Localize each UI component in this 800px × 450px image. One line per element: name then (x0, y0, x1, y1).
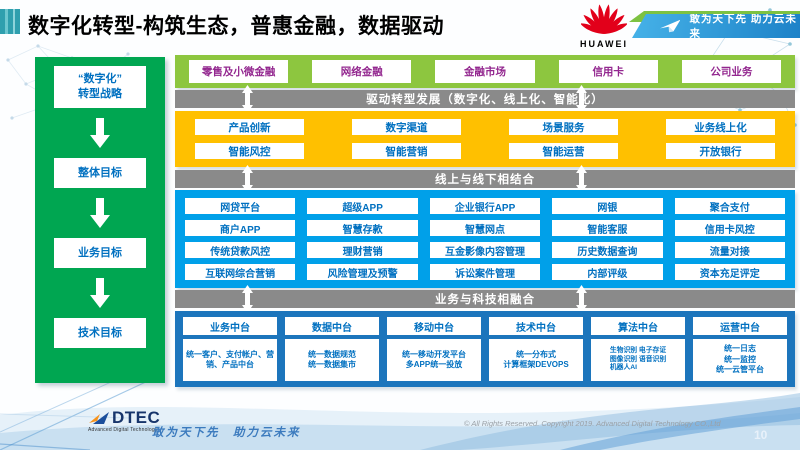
dtec-wordmark: DTEC (112, 408, 161, 427)
double-arrow-icon (576, 85, 587, 113)
system-box: 流量对接 (674, 242, 785, 258)
platform-detail: 统一客户、支付帐户、营销、产品中台 (183, 339, 277, 381)
huawei-flower-icon (580, 4, 628, 34)
system-box: 超级APP (307, 198, 418, 214)
system-box: 网贷平台 (185, 198, 296, 214)
huawei-logo: HUAWEI (578, 3, 630, 49)
sidebar-item-overall-goal: 整体目标 (54, 158, 146, 188)
footer-slogan: 敢为天下先 助力云未来 (152, 427, 301, 439)
sidebar-item-strategy: “数字化” 转型战略 (54, 66, 146, 108)
strategy-sidebar: “数字化” 转型战略 整体目标 业务目标 技术目标 (35, 57, 165, 383)
system-box: 诉讼案件管理 (429, 264, 541, 280)
system-box: 信用卡风控 (674, 220, 785, 236)
double-arrow-icon (242, 165, 253, 193)
system-box: 聚合支付 (674, 198, 785, 214)
double-arrow-icon (576, 165, 587, 193)
transformation-box: 业务线上化 (666, 119, 775, 135)
platform-column: 算法中台 生物识别 电子存证 图像识别 语音识别 机器人AI (591, 317, 685, 381)
transformation-box: 开放银行 (666, 143, 775, 159)
connector-label: 驱动转型发展（数字化、线上化、智能化） (366, 94, 604, 106)
system-box: 理财营销 (307, 242, 418, 258)
double-arrow-icon (242, 285, 253, 313)
system-box: 资本充足评定 (674, 264, 785, 280)
down-arrow-icon (89, 198, 111, 228)
platform-detail: 统一数据规范 统一数据集市 (285, 339, 379, 381)
platform-title: 移动中台 (387, 317, 481, 335)
platform-column: 技术中台 统一分布式 计算框架DEVOPS (489, 317, 583, 381)
platform-detail: 统一分布式 计算框架DEVOPS (489, 339, 583, 381)
dtec-arrow-icon (89, 412, 109, 424)
connector-label: 业务与科技相融合 (435, 294, 535, 306)
connector-label: 线上与线下相结合 (435, 174, 535, 186)
platform-title: 技术中台 (489, 317, 583, 335)
page-title: 数字化转型-构筑生态，普惠金融，数据驱动 (28, 15, 444, 38)
page-number: 10 (754, 428, 768, 442)
banner-slogan: 敢为天下先 助力云未来 (689, 13, 797, 40)
connector-bar-drive-transformation: 驱动转型发展（数字化、线上化、智能化） (175, 85, 795, 113)
business-line-box: 网络金融 (312, 60, 412, 83)
connector-bar-online-offline: 线上与线下相结合 (175, 165, 795, 193)
sidebar-item-business-goal: 业务目标 (54, 238, 146, 268)
transformation-box: 智能运营 (509, 143, 618, 159)
platform-detail: 统一日志 统一监控 统一云管平台 (693, 339, 787, 381)
middle-platform-section: 业务中台 统一客户、支付帐户、营销、产品中台 数据中台 统一数据规范 统一数据集… (175, 311, 795, 387)
platform-title: 算法中台 (591, 317, 685, 335)
platform-title: 数据中台 (285, 317, 379, 335)
double-arrow-icon (242, 85, 253, 113)
platform-column: 移动中台 统一移动开发平台 多APP统一投放 (387, 317, 481, 381)
transformation-box: 智能风控 (195, 143, 304, 159)
transformation-box: 智能营销 (352, 143, 461, 159)
platform-column: 运营中台 统一日志 统一监控 统一云管平台 (693, 317, 787, 381)
double-arrow-icon (576, 285, 587, 313)
business-lines-row: 零售及小微金融 网络金融 金融市场 信用卡 公司业务 (175, 55, 795, 88)
system-box: 网银 (552, 198, 663, 214)
platform-title: 运营中台 (693, 317, 787, 335)
transformation-box: 场景服务 (509, 119, 618, 135)
title-accent-bar (0, 9, 20, 34)
system-box: 传统贷款风控 (185, 242, 296, 258)
system-box: 智慧存款 (307, 220, 418, 236)
system-box: 商户APP (185, 220, 296, 236)
business-line-box: 信用卡 (558, 60, 658, 83)
system-box: 智能客服 (552, 220, 663, 236)
system-box: 智慧网点 (429, 220, 541, 236)
platform-column: 数据中台 统一数据规范 统一数据集市 (285, 317, 379, 381)
system-box: 内部评级 (552, 264, 663, 280)
platform-title: 业务中台 (183, 317, 277, 335)
connector-bar-business-tech: 业务与科技相融合 (175, 285, 795, 313)
transformation-box: 数字渠道 (352, 119, 461, 135)
business-line-box: 零售及小微金融 (189, 60, 289, 83)
online-systems-section: 网贷平台 超级APP 企业银行APP 网银 聚合支付 商户APP 智慧存款 智慧… (175, 190, 795, 288)
system-box: 互金影像内容管理 (429, 242, 541, 258)
platform-column: 业务中台 统一客户、支付帐户、营销、产品中台 (183, 317, 277, 381)
system-box: 企业银行APP (429, 198, 541, 214)
transformation-section: 产品创新 数字渠道 场景服务 业务线上化 智能风控 智能营销 智能运营 开放银行 (175, 111, 795, 167)
sidebar-item-tech-goal: 技术目标 (54, 318, 146, 348)
dtec-logo: DTEC Advanced Digital Technology (88, 409, 160, 433)
business-line-box: 金融市场 (435, 60, 535, 83)
platform-detail: 生物识别 电子存证 图像识别 语音识别 机器人AI (591, 339, 685, 381)
system-box: 历史数据查询 (552, 242, 663, 258)
platform-detail: 统一移动开发平台 多APP统一投放 (387, 339, 481, 381)
dtec-subtext: Advanced Digital Technology (88, 427, 158, 433)
transformation-box: 产品创新 (195, 119, 304, 135)
down-arrow-icon (89, 278, 111, 308)
system-box: 风险管理及预警 (307, 264, 418, 280)
system-box: 互联网综合营销 (185, 264, 296, 280)
paper-plane-icon (660, 19, 681, 33)
down-arrow-icon (89, 118, 111, 148)
huawei-wordmark: HUAWEI (580, 39, 628, 49)
slogan-banner: 敢为天下先 助力云未来 (632, 14, 800, 38)
copyright-text: © All Rights Reserved. Copyright 2019. A… (464, 419, 721, 428)
business-line-box: 公司业务 (681, 60, 781, 83)
